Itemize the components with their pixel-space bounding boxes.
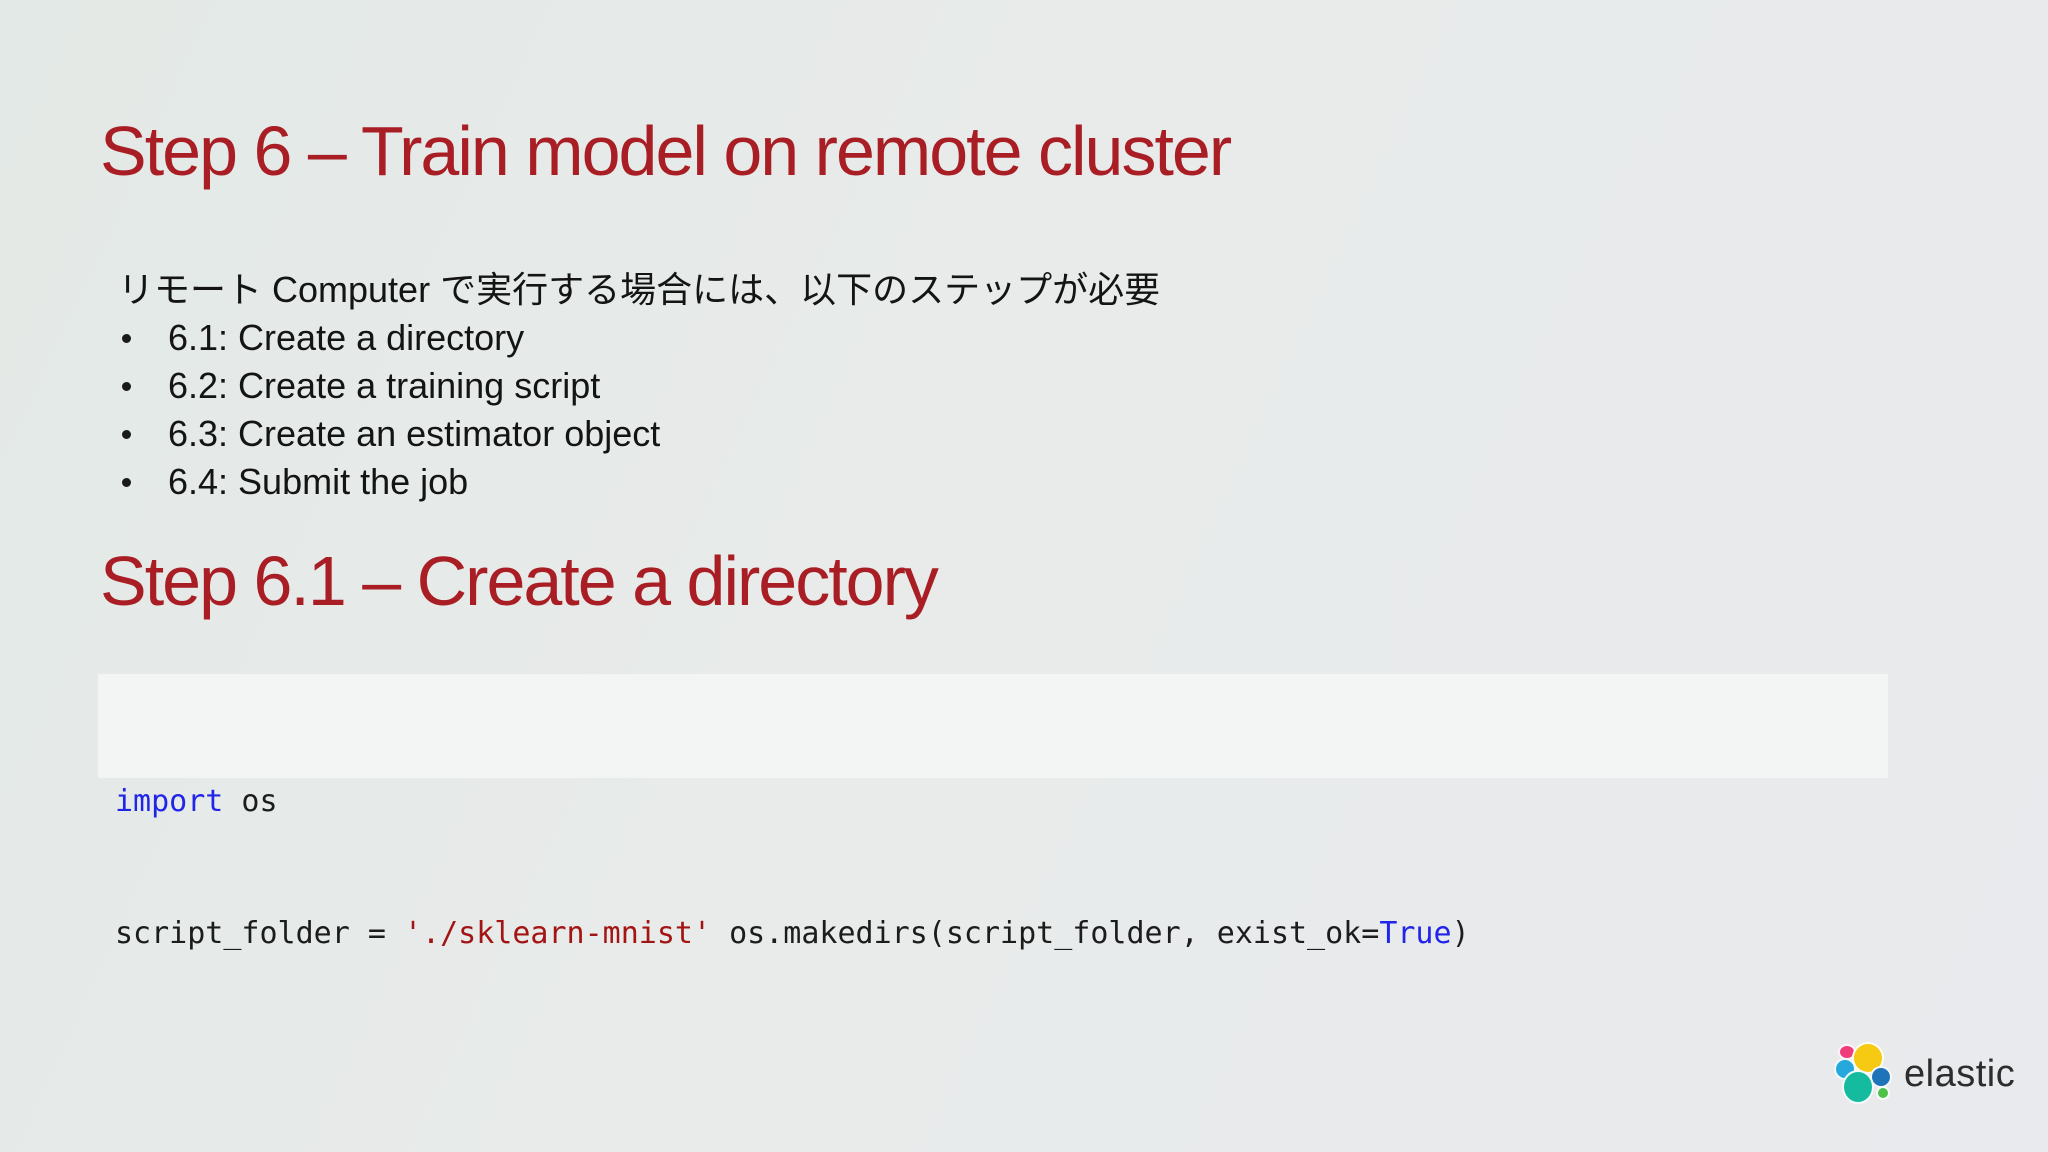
bullet-text: 6.2: Create a training script (168, 365, 601, 406)
code-token-string: './sklearn-mnist' (403, 916, 712, 951)
subsection-title: Step 6.1 – Create a directory (100, 542, 939, 620)
list-item: 6.2: Create a training script (116, 362, 660, 410)
elastic-logo-text: elastic (1904, 1052, 2016, 1095)
bullet-icon (122, 333, 131, 343)
bullet-text: 6.3: Create an estimator object (168, 413, 661, 454)
bullet-text: 6.1: Create a directory (168, 317, 525, 358)
intro-text: リモート Computer で実行する場合には、以下のステップが必要 (118, 269, 1161, 310)
code-token: os (223, 784, 278, 819)
slide-title: Step 6 – Train model on remote cluster (100, 112, 1232, 190)
elastic-logo: elastic (1834, 1042, 2015, 1106)
bullet-icon (122, 381, 131, 391)
list-item: 6.3: Create an estimator object (116, 410, 660, 458)
code-line: script_folder = './sklearn-mnist' os.mak… (115, 912, 1868, 956)
bullet-icon (122, 429, 131, 439)
code-block: import os script_folder = './sklearn-mni… (98, 674, 1888, 951)
bullet-text: 6.4: Submit the job (168, 461, 469, 502)
code-token: ) (1451, 916, 1470, 951)
code-token: os.makedirs(script_folder, exist_ok= (711, 916, 1380, 951)
code-token-keyword: True (1379, 916, 1452, 951)
list-item: 6.1: Create a directory (116, 314, 660, 362)
code-token-keyword: import (115, 784, 224, 819)
code-token: script_folder = (115, 916, 404, 951)
logo-blob-teal (1842, 1070, 1874, 1104)
bullet-icon (122, 477, 131, 487)
bullet-list: 6.1: Create a directory 6.2: Create a tr… (116, 314, 660, 506)
logo-blob-green (1876, 1086, 1890, 1100)
list-item: 6.4: Submit the job (116, 458, 660, 506)
code-line: import os (115, 780, 1868, 824)
elastic-logo-icon (1834, 1042, 1892, 1106)
